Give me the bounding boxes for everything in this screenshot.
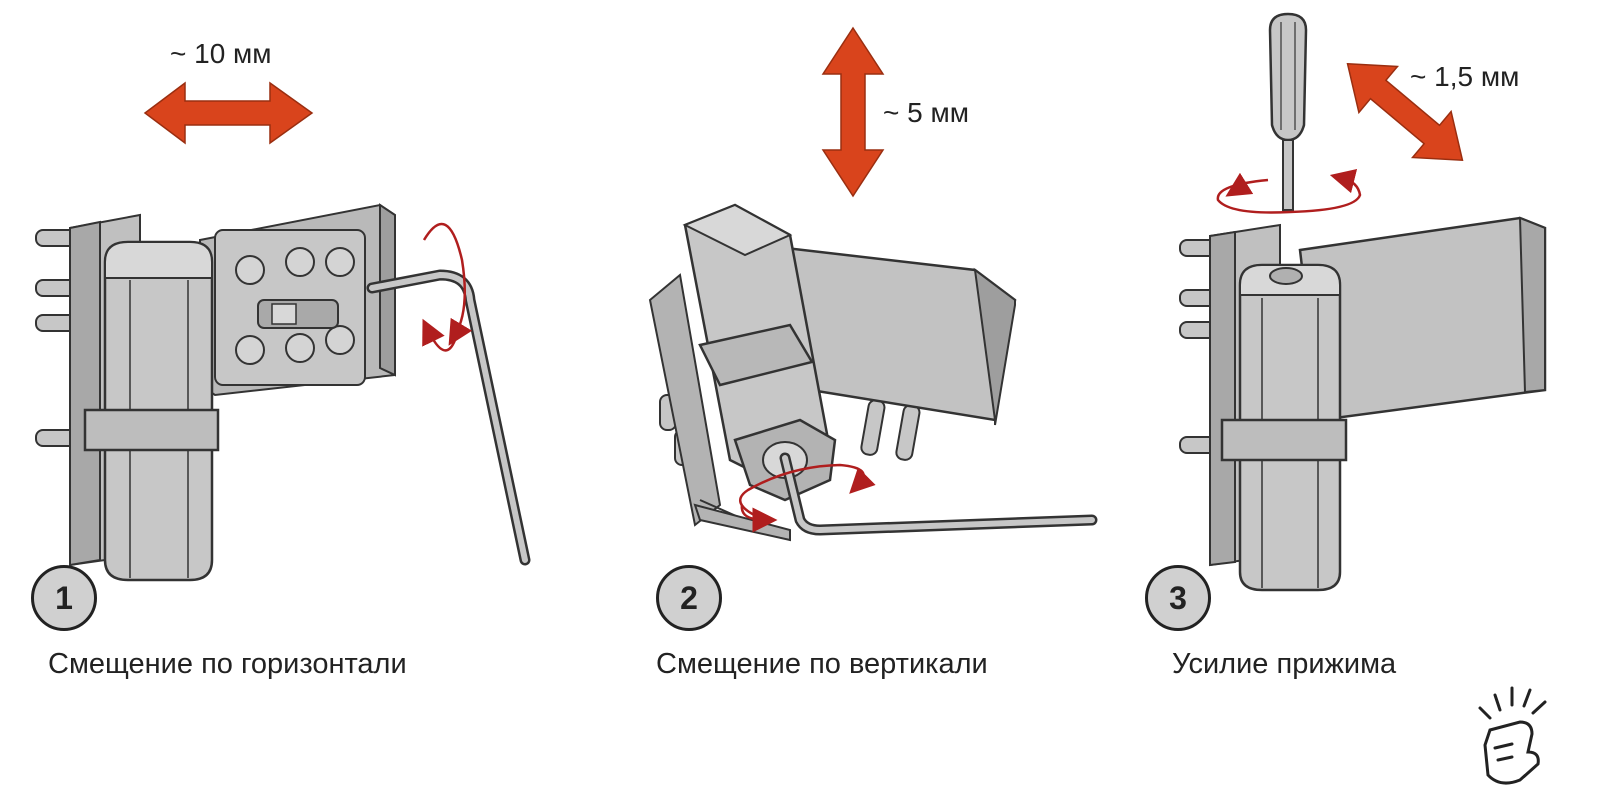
hex-key-highlight: [369, 272, 528, 563]
step-1-caption: Смещение по горизонтали: [48, 648, 407, 680]
diagonal-double-arrow-icon: [1346, 62, 1464, 162]
step-3-dimension-label: ~ 1,5 мм: [1410, 61, 1520, 92]
step-2-badge: 2: [656, 565, 722, 631]
step-2-illustration: [648, 26, 1098, 542]
step-1-illustration: [35, 81, 531, 582]
step-3-illustration: [1179, 12, 1547, 592]
rotation-arrow-icon: [422, 222, 473, 352]
step-1-dimension-label: ~ 10 мм: [170, 38, 272, 69]
hex-key-highlight: [782, 455, 1095, 533]
hinge-barrel: [682, 203, 837, 542]
hand-logo-icon: [1478, 686, 1547, 785]
step-1-badge: 1: [31, 565, 97, 631]
step-2-caption: Смещение по вертикали: [656, 648, 988, 680]
hinge-plate: [199, 203, 396, 397]
rotation-arrow-icon: [1216, 168, 1362, 214]
frame-bar: [648, 273, 722, 527]
hinge-barrel: [83, 240, 220, 582]
step-3-caption: Усилие прижима: [1172, 648, 1397, 680]
step-3-badge: 3: [1145, 565, 1211, 631]
vertical-double-arrow-icon: [821, 26, 885, 198]
screwdriver-icon: [1268, 12, 1308, 211]
hinge-barrel: [1220, 263, 1348, 592]
step-2-dimension-label: ~ 5 мм: [883, 97, 969, 128]
rotation-arrow-icon: [739, 463, 876, 533]
horizontal-double-arrow-icon: [143, 81, 314, 145]
